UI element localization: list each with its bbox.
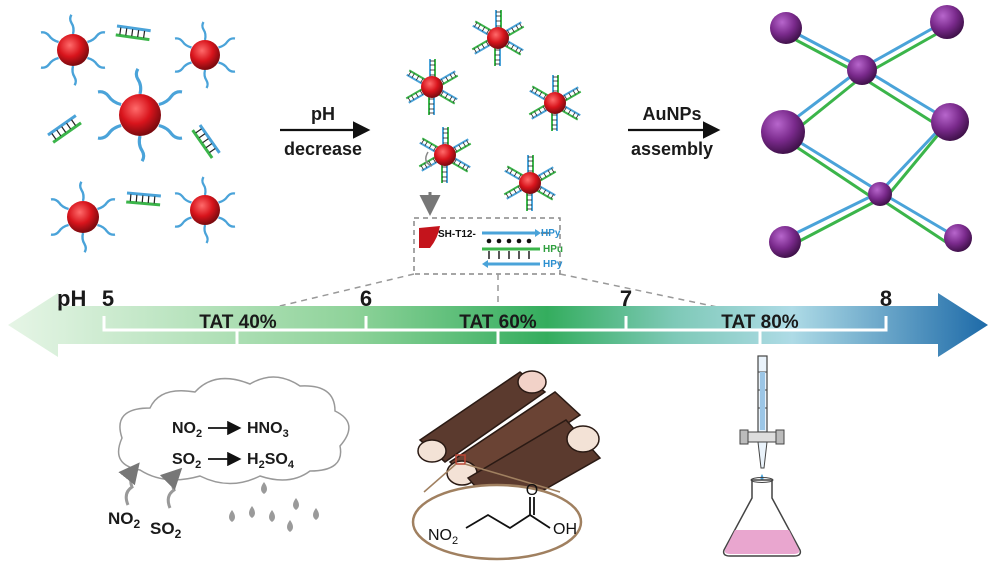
dispersed-nanoparticles: [39, 13, 237, 254]
tat-40: TAT 40%: [199, 312, 277, 333]
svg-text:SO2: SO2: [172, 451, 201, 471]
tat-80: TAT 80%: [721, 312, 799, 333]
strand-hpu: HPu: [543, 244, 563, 255]
strand-hpy-top: HPy: [541, 228, 561, 239]
cloud: [117, 376, 350, 485]
hydroxyl: OH: [553, 521, 577, 538]
duplex-coated-nanoparticles: [406, 10, 580, 216]
step1-label-bottom: decrease: [284, 139, 362, 159]
acid-rain-illustration: NO2 HNO3 SO2 H2SO4 NO2 SO2: [108, 376, 350, 541]
step2-label-top: AuNPs: [642, 104, 701, 124]
carbonyl-o: O: [526, 482, 538, 499]
ph-decrease-step: pH decrease: [280, 104, 371, 159]
assembled-network: [761, 5, 972, 258]
tick-7: 7: [620, 286, 632, 311]
svg-text:HNO3: HNO3: [247, 420, 289, 440]
step2-label-bottom: assembly: [631, 139, 713, 159]
svg-text:NO2: NO2: [172, 420, 202, 440]
tat-60: TAT 60%: [459, 312, 537, 333]
strand-hpy-bottom: HPy: [543, 259, 563, 270]
svg-text:SO2: SO2: [150, 519, 182, 541]
svg-text:H2SO4: H2SO4: [247, 451, 295, 471]
linker-label: SH-T12-: [438, 229, 476, 240]
tick-8: 8: [880, 286, 892, 311]
step1-label-top: pH: [311, 104, 335, 124]
ph-prefix: pH: [57, 286, 86, 311]
svg-text:NO2: NO2: [428, 527, 458, 547]
sugarcane-illustration: NO2 O OH: [411, 370, 602, 561]
molecule-frame: [411, 483, 583, 561]
triplex-inset: SH-T12- HPy HPu HPy: [413, 217, 563, 275]
svg-text:NO2: NO2: [108, 509, 141, 531]
tick-6: 6: [360, 286, 372, 311]
tick-5: 5: [102, 286, 114, 311]
ph-scale: pH 5 6 7 8 TAT 40% TAT 60% TAT 80%: [8, 286, 988, 357]
assembly-step: AuNPs assembly: [628, 104, 721, 159]
titration-apparatus: [722, 355, 802, 557]
